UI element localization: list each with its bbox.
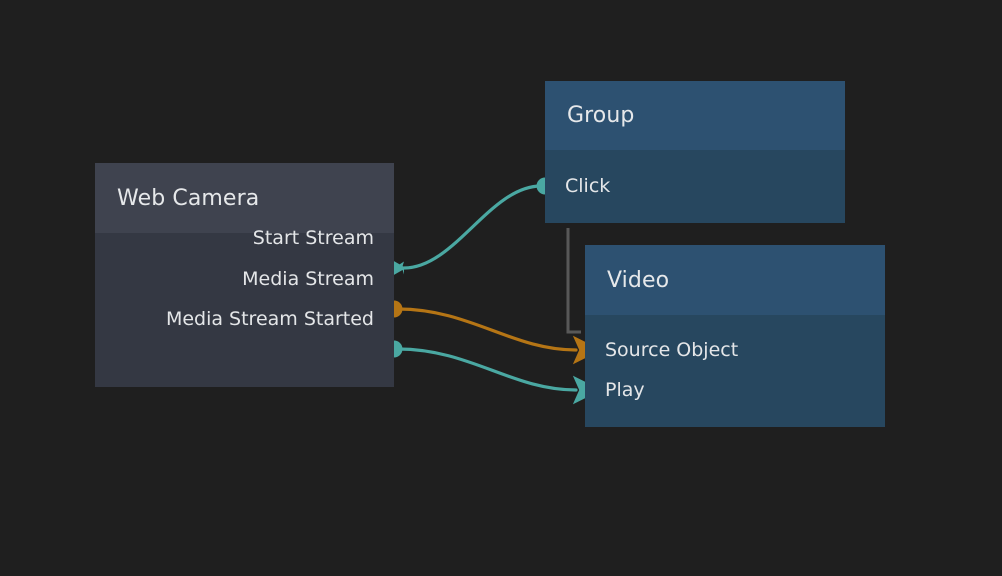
node-video-title: Video xyxy=(607,267,670,293)
port-label-click: Click xyxy=(565,175,611,197)
node-web-camera-body: Start Stream Media Stream Media Stream S… xyxy=(95,227,394,387)
port-label-media-stream-started: Media Stream Started xyxy=(165,308,374,330)
node-group-header[interactable]: Group xyxy=(545,81,845,150)
port-row-media-stream-started[interactable]: Media Stream Started xyxy=(166,306,374,332)
port-label-media-stream: Media Stream xyxy=(242,268,374,290)
arrow-left-icon-start-stream xyxy=(394,261,404,275)
arrowhead-start-stream xyxy=(392,260,406,276)
node-web-camera-title: Web Camera xyxy=(117,185,260,211)
port-label-start-stream: Start Stream xyxy=(252,227,374,249)
node-video-body: Source Object Play xyxy=(585,315,885,427)
wire-media-stream-to-source-object xyxy=(396,307,602,365)
port-row-source-object[interactable]: Source Object xyxy=(605,337,738,363)
port-row-media-stream[interactable]: Media Stream xyxy=(242,266,374,292)
wire-group-click-to-start-stream xyxy=(402,184,543,270)
port-row-click[interactable]: Click xyxy=(565,173,610,199)
node-video[interactable]: Video Source Object Play xyxy=(585,245,885,427)
node-video-header[interactable]: Video xyxy=(585,245,885,315)
node-group-body: Click xyxy=(545,150,845,223)
node-web-camera-header[interactable]: Web Camera xyxy=(95,163,394,233)
wire-media-stream-started-to-play xyxy=(396,347,602,405)
group-bracket-line xyxy=(566,228,581,334)
port-row-start-stream[interactable]: Start Stream xyxy=(253,225,374,251)
port-row-play[interactable]: Play xyxy=(605,377,645,403)
port-label-play: Play xyxy=(605,379,645,401)
node-web-camera[interactable]: Web Camera Start Stream Media Stream Med… xyxy=(95,163,394,387)
node-group[interactable]: Group Click xyxy=(545,81,845,223)
port-label-source-object: Source Object xyxy=(605,339,739,361)
node-group-title: Group xyxy=(567,103,635,128)
